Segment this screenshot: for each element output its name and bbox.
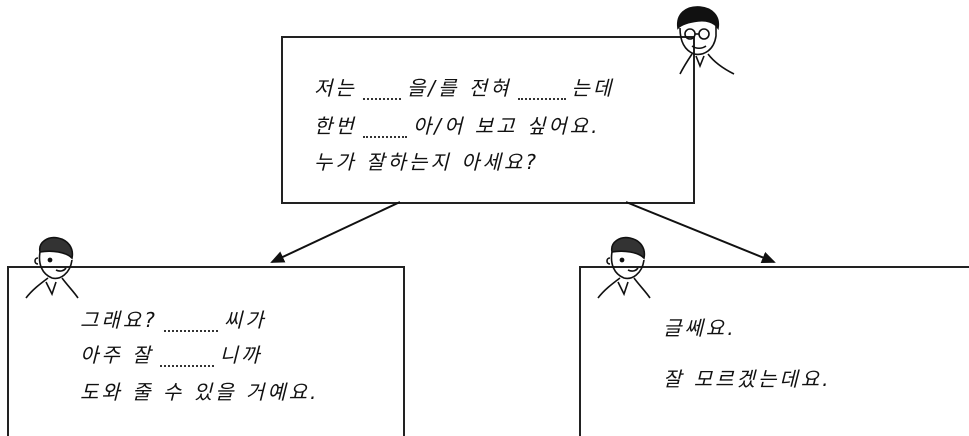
- blank-slot: [159, 345, 214, 367]
- answer-left-line-2: 아주 잘 니까: [80, 343, 262, 367]
- answer-right-line-1: 글쎄요.: [663, 316, 737, 340]
- arrow-to-right-box: [625, 201, 776, 264]
- blank-slot: [362, 78, 401, 100]
- answer-left-line-3: 도와 줄 수 있을 거예요.: [80, 380, 320, 404]
- answer-right-line-2: 잘 모르겠는데요.: [663, 367, 832, 391]
- question-line-3: 누가 잘하는지 아세요?: [314, 150, 539, 174]
- answer-box-left: [7, 266, 405, 436]
- answer-left-line-1: 그래요? 씨가: [80, 308, 267, 332]
- man-speaker-icon: [25, 236, 79, 299]
- man-with-glasses-icon: [676, 6, 735, 75]
- arrow-to-left-box: [270, 201, 401, 263]
- question-line-1: 저는 을/를 전혀 는데: [314, 76, 614, 100]
- answer-box-right: [579, 266, 969, 436]
- blank-slot: [517, 78, 566, 100]
- text-segment: 아주 잘: [80, 343, 154, 367]
- text-segment: 한번: [314, 114, 357, 138]
- question-box: [281, 36, 695, 204]
- text-segment: 을/를 전혀: [406, 76, 512, 100]
- man-speaker-icon: [597, 236, 651, 299]
- blank-slot: [362, 116, 407, 138]
- question-line-2: 한번 아/어 보고 싶어요.: [314, 114, 600, 138]
- text-segment: 니까: [219, 343, 263, 367]
- text-segment: 는데: [571, 76, 615, 100]
- blank-slot: [163, 310, 218, 332]
- text-segment: 저는: [314, 76, 357, 100]
- text-segment: 씨가: [223, 308, 267, 332]
- text-segment: 그래요?: [80, 308, 158, 332]
- text-segment: 아/어 보고 싶어요.: [412, 114, 601, 138]
